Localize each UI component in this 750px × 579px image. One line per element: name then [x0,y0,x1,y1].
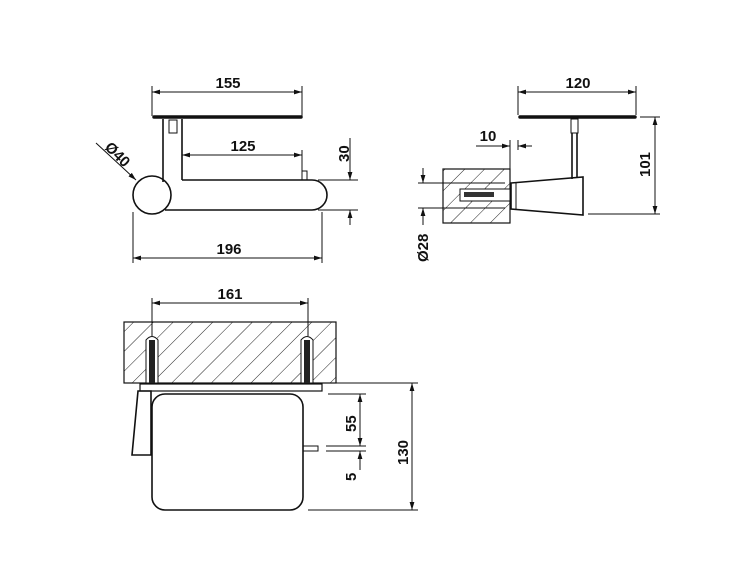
dimension-155: 155 [215,75,240,92]
bracket-cone [510,176,584,216]
dimension-101: 101 [637,152,654,177]
bracket-side [131,390,152,456]
dimension-125: 125 [230,138,255,155]
dimension-120: 120 [565,75,590,92]
front-view: 161 55 5 130 [123,286,418,511]
dimension-diameter-28: Ø28 [415,234,432,262]
dimension-161: 161 [217,286,242,303]
dimension-55: 55 [343,415,360,432]
toilet-roll [151,393,304,511]
roll-circle [132,175,172,215]
dimension-196: 196 [216,241,241,258]
wall-anchor-right [300,336,314,384]
side-view: 155 125 Ø40 30 196 [95,75,358,263]
end-view: 120 10 101 Ø28 [415,75,660,262]
dimension-30: 30 [336,145,353,162]
wall-anchor-left [145,336,159,384]
dimension-diameter-40: Ø40 [101,139,133,171]
dimension-130: 130 [395,440,412,465]
dimension-10: 10 [480,128,497,145]
holder-arm [165,179,328,211]
dimension-5: 5 [343,473,360,481]
